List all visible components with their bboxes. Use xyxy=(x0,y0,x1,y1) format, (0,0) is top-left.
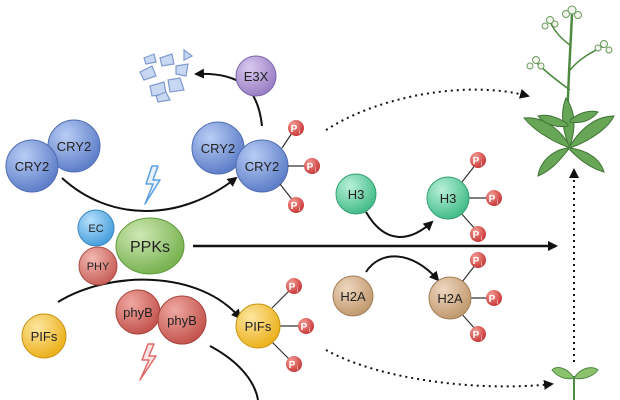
pifs-node: PIFs xyxy=(21,313,67,359)
svg-text:i: i xyxy=(309,328,310,334)
h3-phosphorylated: H3 xyxy=(426,163,490,231)
cry2-phos-b-label: CRY2 xyxy=(245,159,279,174)
degradation-fragments-icon xyxy=(139,48,194,103)
svg-text:i: i xyxy=(297,366,298,372)
svg-text:P: P xyxy=(291,124,298,135)
pifs-label: PIFs xyxy=(31,329,58,344)
h3-label: H3 xyxy=(348,187,365,202)
svg-text:P: P xyxy=(473,256,480,267)
cry2-top-label: CRY2 xyxy=(57,139,91,154)
svg-text:i: i xyxy=(481,262,482,268)
svg-text:P: P xyxy=(473,230,480,241)
e3x-node: E3X xyxy=(235,55,277,97)
h3-node: H3 xyxy=(335,173,377,215)
svg-text:P: P xyxy=(289,360,296,371)
svg-text:i: i xyxy=(315,168,316,174)
arrow-h2a-phosphorylation xyxy=(365,255,440,282)
pifs-phosphorylated: PIFs xyxy=(235,289,302,361)
arrow-cry2-phosphorylation xyxy=(61,176,238,212)
svg-text:P: P xyxy=(291,201,298,212)
svg-text:P: P xyxy=(473,330,480,341)
ppks-label: PPKs xyxy=(130,239,170,256)
svg-text:P: P xyxy=(289,282,296,293)
arrow-h3-phosphorylation xyxy=(365,211,434,238)
cry2-bottom-label: CRY2 xyxy=(15,159,49,174)
svg-text:i: i xyxy=(297,288,298,294)
adult-plant-icon xyxy=(523,5,615,177)
svg-text:P: P xyxy=(489,194,496,205)
seedling-icon xyxy=(551,367,599,400)
svg-text:i: i xyxy=(481,162,482,168)
blue-light-icon xyxy=(144,165,161,205)
h2a-node: H2A xyxy=(332,275,374,317)
svg-text:i: i xyxy=(481,336,482,342)
ec-label: EC xyxy=(88,223,103,235)
dotted-arrow-to-seedling xyxy=(325,349,554,390)
ppks-complex: PPKs EC PHY xyxy=(77,209,185,286)
svg-text:P: P xyxy=(473,156,480,167)
h3-phos-label: H3 xyxy=(440,191,457,206)
red-light-icon xyxy=(139,343,157,381)
svg-text:i: i xyxy=(497,300,498,306)
e3x-label: E3X xyxy=(244,69,269,84)
h2a-phosphorylated: H2A xyxy=(428,263,490,331)
phyb-1-label: phyB xyxy=(123,305,153,320)
svg-text:i: i xyxy=(481,236,482,242)
svg-text:P: P xyxy=(489,294,496,305)
svg-text:i: i xyxy=(299,207,300,213)
phy-label: PHY xyxy=(87,261,110,273)
phyb-2-label: phyB xyxy=(167,313,197,328)
cry2-dimer: CRY2 CRY2 xyxy=(5,119,101,193)
arrow-pifs-downstream xyxy=(209,345,259,400)
h2a-phos-label: H2A xyxy=(437,291,463,306)
arrow-pifs-phosphorylation xyxy=(57,278,242,320)
h2a-label: H2A xyxy=(340,289,366,304)
cry2-phosphorylated-dimer: CRY2 CRY2 xyxy=(191,121,308,203)
svg-text:i: i xyxy=(497,200,498,206)
cry2-phos-a-label: CRY2 xyxy=(201,141,235,156)
phyb-dimer: phyB phyB xyxy=(115,289,207,345)
svg-text:P: P xyxy=(307,162,314,173)
pifs-phos-label: PIFs xyxy=(245,319,272,334)
svg-text:P: P xyxy=(301,322,308,333)
dotted-arrow-to-adult-plant xyxy=(325,88,530,131)
svg-text:i: i xyxy=(299,130,300,136)
